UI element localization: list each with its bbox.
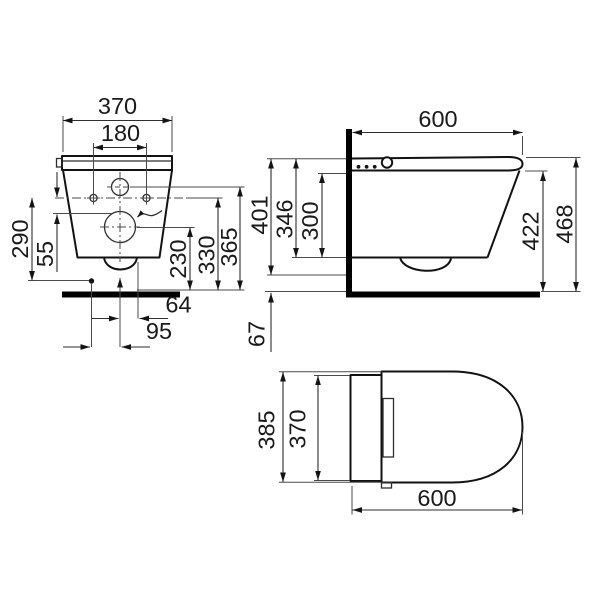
top-back-rect bbox=[349, 374, 383, 482]
front-body bbox=[62, 169, 173, 259]
side-seat bbox=[351, 156, 524, 172]
dim-side-422: 422 bbox=[518, 211, 544, 250]
front-supply-dot bbox=[88, 278, 95, 284]
top-dimensions: 385 370 600 bbox=[254, 371, 523, 515]
top-seat-outline bbox=[380, 370, 524, 484]
top-notch bbox=[380, 481, 393, 489]
side-trap-arc bbox=[399, 257, 452, 272]
dim-front-holes: 180 bbox=[101, 120, 140, 146]
dim-side-depth: 600 bbox=[418, 106, 457, 132]
dim-front-95: 95 bbox=[146, 318, 172, 344]
dim-front-55: 55 bbox=[32, 241, 58, 267]
top-view bbox=[349, 370, 524, 489]
dim-side-468: 468 bbox=[552, 204, 578, 243]
dim-front-width: 370 bbox=[98, 93, 137, 119]
dim-front-330: 330 bbox=[194, 235, 220, 274]
dim-side-300: 300 bbox=[297, 201, 323, 240]
dim-side-67: 67 bbox=[244, 321, 270, 347]
front-lid-tab bbox=[55, 157, 63, 168]
front-trap-u bbox=[103, 257, 138, 271]
dim-top-370: 370 bbox=[285, 409, 311, 448]
flush-swirl-icon bbox=[137, 209, 163, 218]
dim-front-290: 290 bbox=[7, 219, 33, 258]
side-body-slope bbox=[486, 170, 521, 258]
dim-front-64: 64 bbox=[165, 292, 191, 318]
side-dot-1 bbox=[356, 164, 361, 169]
side-dot-2 bbox=[364, 164, 369, 169]
side-view bbox=[346, 129, 540, 298]
dim-side-346: 346 bbox=[272, 199, 298, 238]
side-hinge-circle bbox=[380, 156, 394, 169]
front-lid bbox=[61, 155, 173, 171]
front-dimensions: 370 180 290 55 230 330 365 64 95 bbox=[7, 93, 245, 350]
dim-front-365: 365 bbox=[216, 227, 242, 266]
dim-top-depth: 600 bbox=[417, 485, 456, 511]
dim-top-385: 385 bbox=[254, 410, 280, 449]
side-dimensions: 600 401 346 300 67 422 468 bbox=[244, 106, 581, 352]
dim-side-401: 401 bbox=[247, 195, 273, 234]
top-hinge-plate bbox=[382, 397, 395, 458]
dim-front-230: 230 bbox=[165, 239, 191, 278]
side-dot-3 bbox=[372, 164, 377, 169]
